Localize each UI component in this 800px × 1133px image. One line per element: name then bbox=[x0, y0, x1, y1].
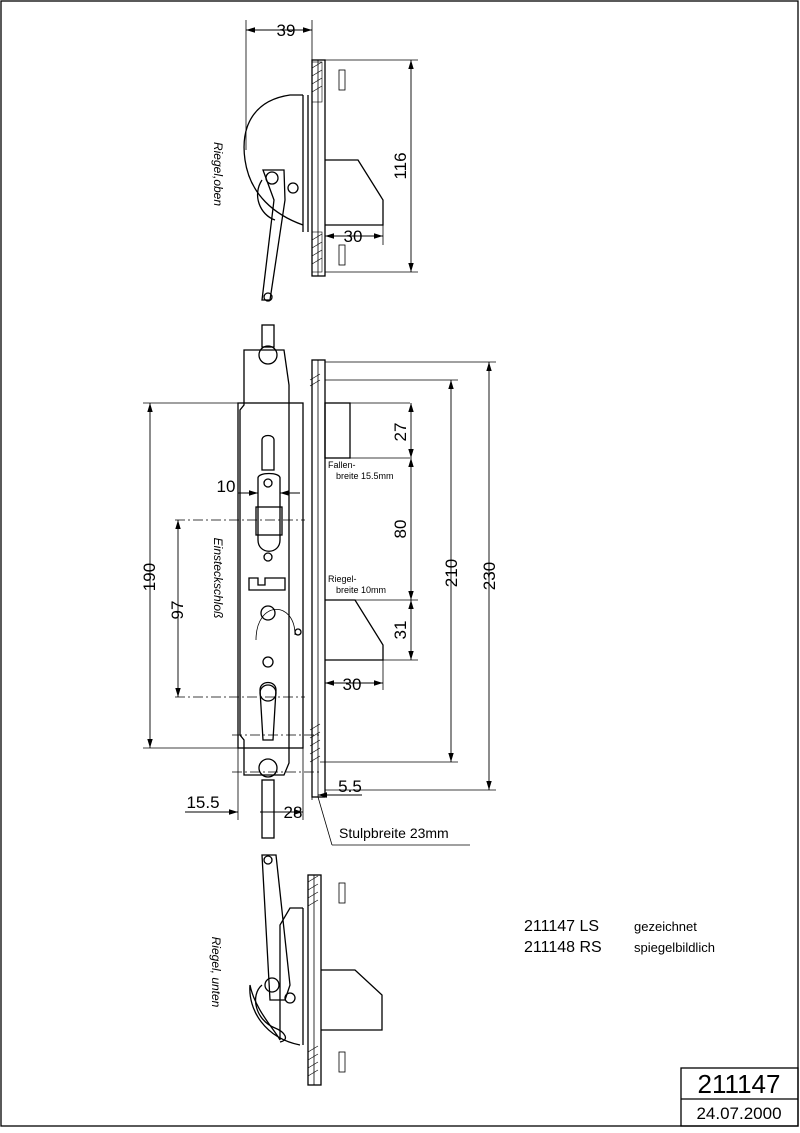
dim-lock-190: 190 bbox=[140, 563, 159, 591]
dim-lock-80: 80 bbox=[391, 520, 410, 539]
upper-connecting-rod bbox=[261, 324, 275, 348]
title-block: 211147 24.07.2000 bbox=[680, 1067, 799, 1127]
dim-lock-230: 230 bbox=[480, 562, 499, 590]
lower-connecting-rod bbox=[261, 779, 275, 839]
top-bolt-assembly: 39 116 30 Riegel,oben bbox=[211, 20, 418, 302]
faceplate-label: Stulpbreite 23mm bbox=[339, 825, 449, 841]
dim-lock-97: 97 bbox=[168, 601, 187, 620]
dim-top-width: 39 bbox=[277, 21, 296, 40]
mortise-lock-assembly: 10 27 80 31 30 190 97 210 230 bbox=[140, 345, 499, 846]
variant-list: 211147 LS gezeichnet 211148 RS spiegelbi… bbox=[524, 918, 715, 956]
dim-lock-15-5: 15.5 bbox=[186, 793, 219, 812]
label-bottom-bolt: Riegel, unten bbox=[209, 937, 223, 1008]
bottom-bolt-assembly: Riegel, unten bbox=[209, 854, 383, 1086]
dim-lock-5-5: 5.5 bbox=[338, 777, 362, 796]
drawing-number: 211147 bbox=[698, 1069, 781, 1099]
dim-lock-30: 30 bbox=[343, 675, 362, 694]
variant-1-code: 211147 LS bbox=[524, 918, 599, 935]
dim-lock-210: 210 bbox=[442, 559, 461, 587]
label-top-bolt: Riegel,oben bbox=[211, 142, 225, 206]
drawing-date: 24.07.2000 bbox=[696, 1104, 781, 1123]
variant-2-code: 211148 RS bbox=[524, 939, 602, 956]
dim-lock-28: 28 bbox=[284, 803, 303, 822]
bolt-note-line-2: breite 10mm bbox=[336, 585, 386, 595]
dim-top-height: 116 bbox=[391, 152, 410, 179]
latch-note-line-1: Fallen- bbox=[328, 460, 356, 470]
variant-1-desc: gezeichnet bbox=[634, 919, 697, 934]
dim-lock-27: 27 bbox=[391, 423, 410, 442]
latch-note-line-2: breite 15.5mm bbox=[336, 471, 394, 481]
bolt-note-line-1: Riegel- bbox=[328, 574, 357, 584]
dim-top-bolt: 30 bbox=[344, 227, 363, 246]
dim-lock-31: 31 bbox=[391, 621, 410, 640]
variant-2-desc: spiegelbildlich bbox=[634, 940, 715, 955]
label-mortise-lock: Einsteckschloß bbox=[211, 538, 225, 619]
dim-lock-10: 10 bbox=[217, 477, 236, 496]
